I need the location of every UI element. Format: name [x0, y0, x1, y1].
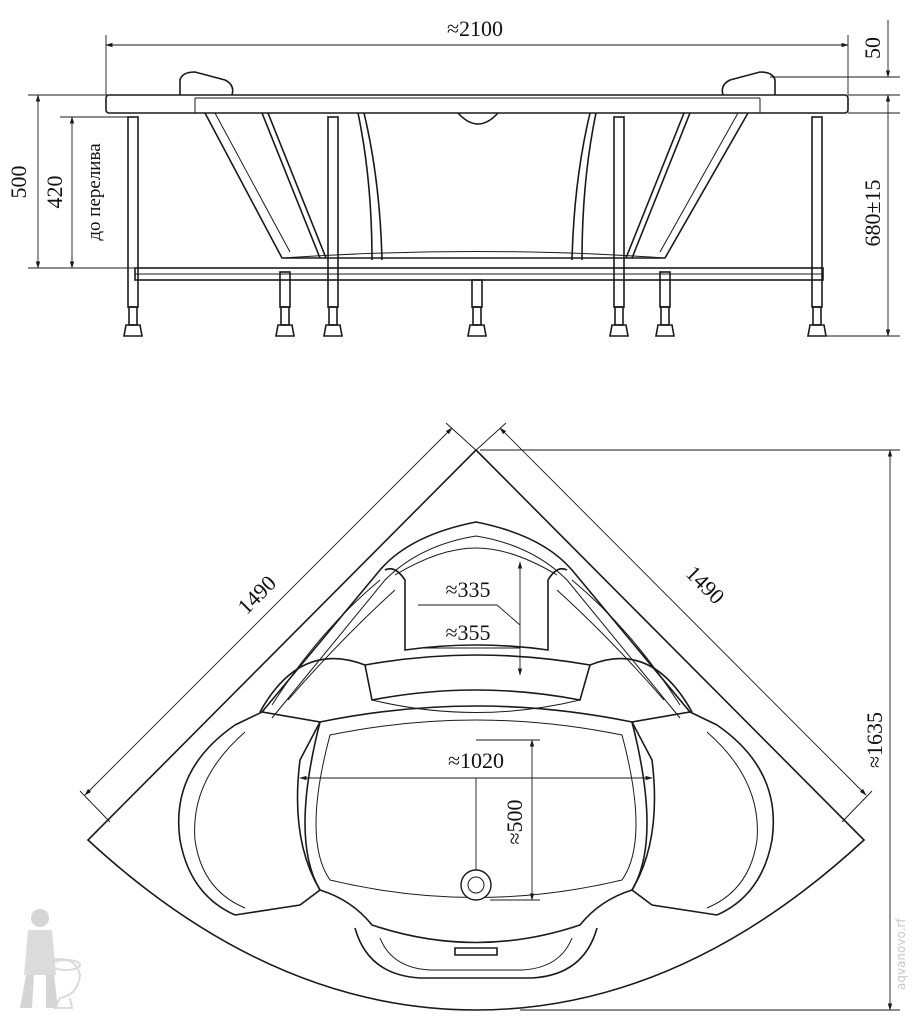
leg-height-label: 680±15 [860, 179, 885, 246]
leg [323, 116, 343, 337]
side-dimensions: 1490 1490 ≈1635 [79, 422, 900, 1011]
side-view: ≈2100 [6, 16, 900, 337]
support-frame [134, 267, 824, 281]
side-a-label: 1490 [232, 570, 281, 619]
diagonal-label: ≈1635 [862, 712, 887, 768]
leg [467, 279, 487, 337]
leg [655, 271, 675, 337]
height-overflow-label: 420 [42, 176, 67, 209]
leg [275, 271, 295, 337]
seat-dimensions: ≈335 ≈355 [418, 561, 523, 676]
head-seat [384, 567, 568, 651]
overflow-drain [457, 112, 499, 125]
right-dimensions: 50 680±15 [770, 20, 900, 337]
left-lobe [177, 724, 236, 916]
right-lobe [716, 724, 775, 916]
drain-icon [460, 869, 492, 901]
watermark-text: aqvanovo.rf [894, 918, 908, 990]
seat-outer-label: ≈355 [445, 620, 490, 645]
overall-length-label: ≈2100 [447, 16, 503, 41]
bathtub-bowl-profile [204, 112, 749, 261]
top-view: 1490 1490 ≈1635 [79, 422, 900, 1011]
leg [609, 116, 629, 337]
bathtub-rim [105, 94, 849, 125]
height-total-label: 500 [6, 166, 31, 199]
plumber-mascot-icon [20, 909, 82, 1009]
height-dimensions: 500 420 до перелива [6, 94, 135, 269]
rim-thickness-label: 50 [860, 37, 885, 59]
legs [123, 116, 827, 337]
seat-inner-label: ≈335 [445, 577, 490, 602]
bowl-dimensions: ≈1020 ≈500 [299, 739, 653, 901]
bowl-width-label: ≈1020 [448, 748, 504, 773]
bathtub-outline [86, 448, 866, 1011]
bowl-depth-label: ≈500 [502, 799, 527, 844]
headrest-left [179, 71, 234, 96]
bathtub-interior [177, 521, 775, 979]
main-bowl [304, 705, 648, 944]
side-b-label: 1490 [681, 560, 730, 609]
overall-length-dimension: ≈2100 [105, 16, 849, 95]
overflow-note-label: до перелива [84, 143, 105, 241]
leg [123, 116, 143, 337]
headrest-right [721, 71, 776, 96]
leg [807, 116, 827, 337]
